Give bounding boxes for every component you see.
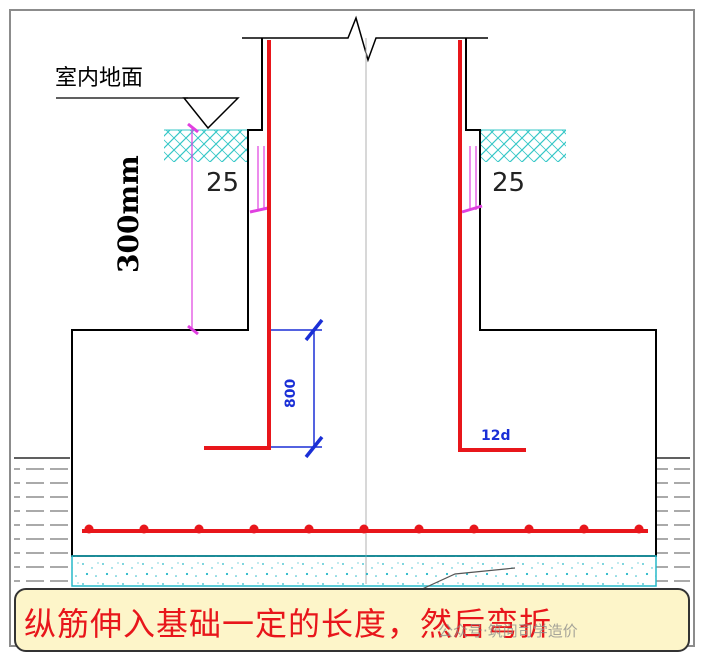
cover-right-label: 25 (492, 168, 526, 198)
earth-fill-right (656, 458, 690, 584)
caption-box (14, 588, 690, 652)
right-vertical-rebar (458, 40, 526, 452)
bottom-rebar-dots (84, 524, 644, 534)
caption-leader (419, 567, 516, 591)
drawing-frame (9, 9, 695, 647)
hook-length-label: 12d (481, 428, 511, 444)
caption-text: 纵筋伸入基础一定的长度，然后弯折 (24, 605, 553, 643)
embed-depth-label: 300mm (112, 155, 145, 273)
soil-hatch-left (164, 130, 248, 162)
gravel-cushion (71, 555, 657, 587)
earth-fill-left (14, 458, 70, 584)
left-vertical-rebar (204, 40, 271, 450)
triangle-level-icon (182, 97, 240, 130)
cover-left-label: 25 (206, 168, 240, 198)
magenta-dimensions (187, 122, 483, 336)
blue-dimension (270, 318, 324, 459)
watermark-text: 公众号·筑问司学造价 (438, 622, 578, 640)
floor-level-label: 室内地面 (55, 66, 144, 91)
soil-hatch-right (480, 130, 566, 162)
break-line-icon (262, 15, 466, 63)
spacing-label: 800 (283, 378, 299, 408)
